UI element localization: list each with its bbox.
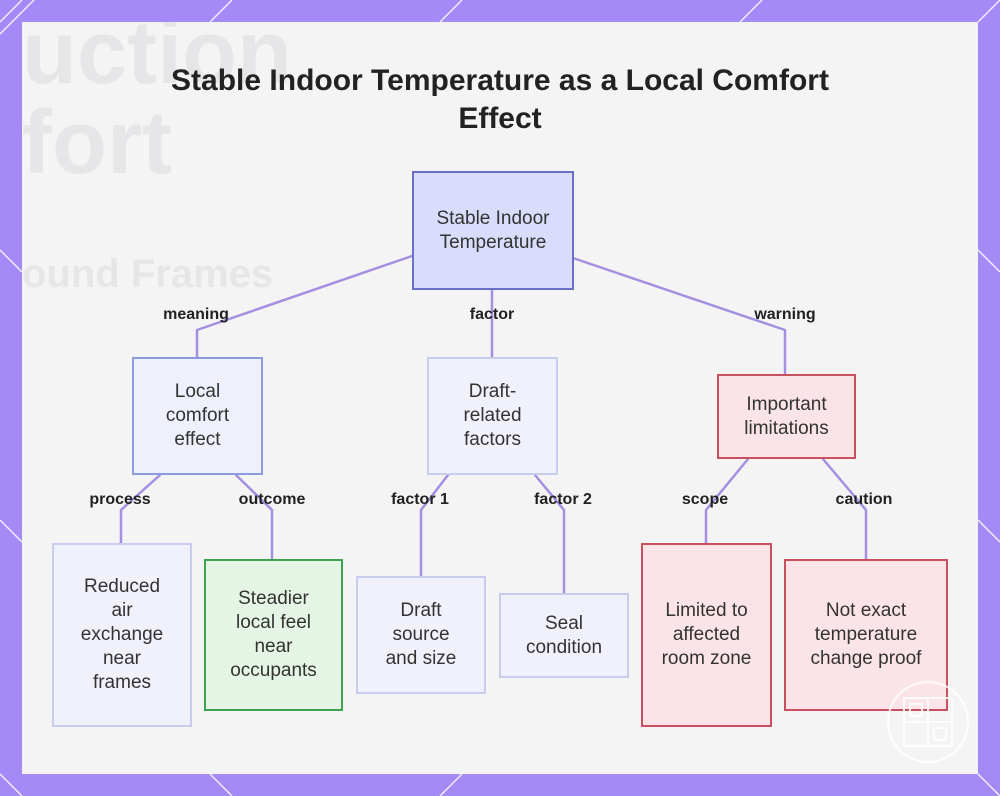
node-label: Draft-related factors [451, 380, 534, 452]
edge-label-factor1: factor 1 [391, 491, 449, 509]
node-label: Draft source and size [378, 599, 464, 671]
node-label: Not exact temperature change proof [804, 599, 928, 671]
edge-outcome [236, 475, 272, 559]
edge-label-outcome: outcome [239, 491, 306, 509]
edge-meaning [197, 256, 412, 357]
node-label: Stable Indoor Temperature [432, 207, 554, 255]
node-label: Important limitations [733, 393, 840, 441]
watermark-logo-icon [882, 676, 974, 768]
node-important-limitations: Important limitations [717, 374, 856, 459]
edge-label-warning: warning [754, 306, 815, 324]
node-label: Steadier local feel near occupants [222, 587, 325, 683]
edge-process [121, 475, 160, 543]
node-local-comfort-effect: Local comfort effect [132, 357, 263, 475]
node-stable-indoor-temperature: Stable Indoor Temperature [412, 171, 574, 290]
node-steadier-local-feel: Steadier local feel near occupants [204, 559, 343, 711]
node-draft-source-and-size: Draft source and size [356, 576, 486, 694]
node-draft-related-factors: Draft-related factors [427, 357, 558, 475]
edge-warning [573, 258, 785, 374]
node-label: Reduced air exchange near frames [72, 575, 172, 695]
edge-label-meaning: meaning [163, 306, 229, 324]
edge-label-factor2: factor 2 [534, 491, 592, 509]
node-label: Local comfort effect [152, 380, 243, 452]
node-reduced-air-exchange: Reduced air exchange near frames [52, 543, 192, 727]
edge-caution [823, 459, 866, 559]
edge-label-factor: factor [470, 306, 514, 324]
edge-label-scope: scope [682, 491, 728, 509]
node-limited-to-affected-zone: Limited to affected room zone [641, 543, 772, 727]
node-seal-condition: Seal condition [499, 593, 629, 678]
edge-label-caution: caution [836, 491, 893, 509]
node-label: Seal condition [513, 612, 615, 660]
node-label: Limited to affected room zone [657, 599, 756, 671]
edge-label-process: process [89, 491, 150, 509]
